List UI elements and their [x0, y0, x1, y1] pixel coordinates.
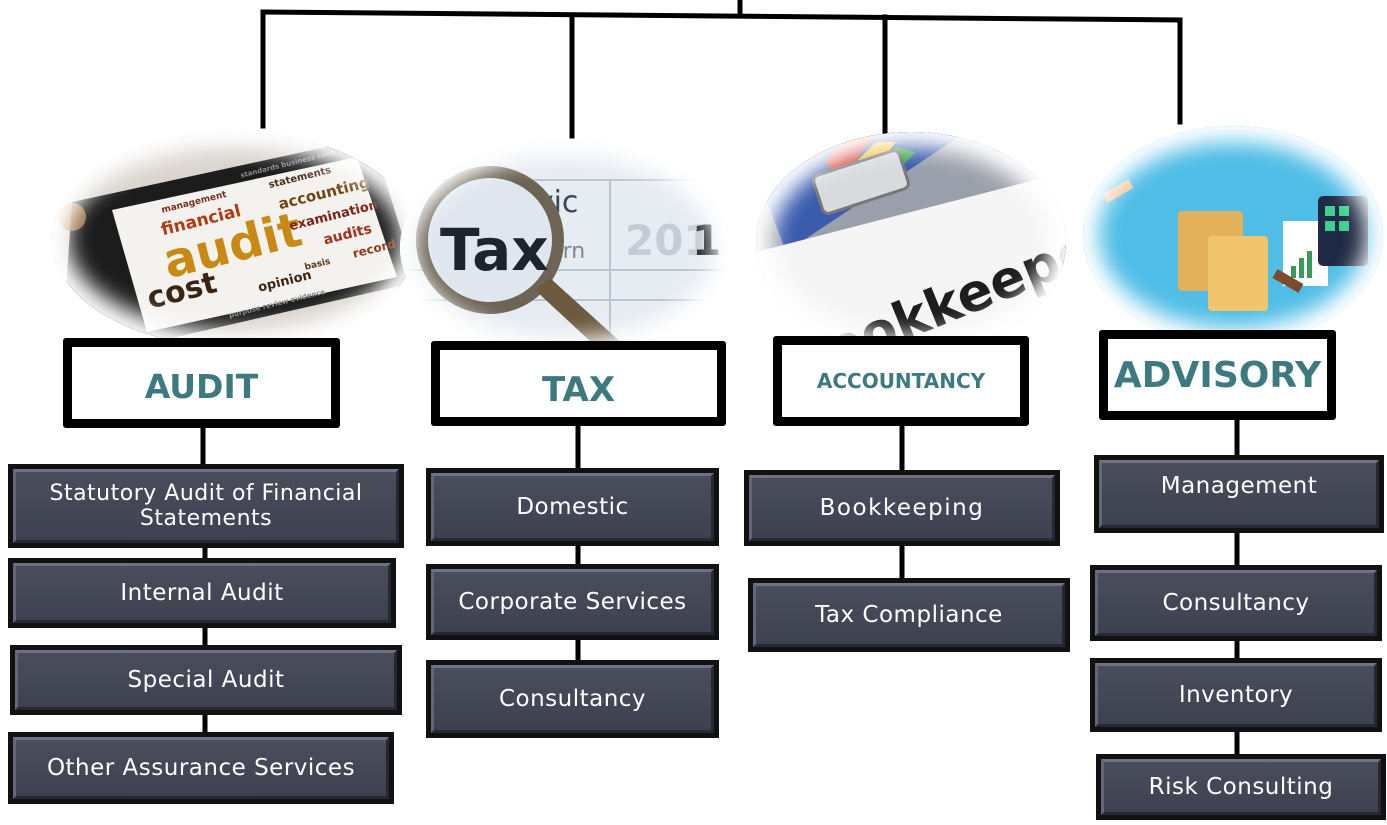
- audit-item-label: Internal Audit: [13, 563, 391, 623]
- accountancy-item-label: Tax Compliance: [753, 583, 1065, 647]
- tax-header-label: TAX: [541, 369, 616, 410]
- advisory-item[interactable]: Risk Consulting: [1096, 754, 1386, 820]
- accountancy-item[interactable]: Tax Compliance: [748, 578, 1070, 652]
- audit-image: management financial statements accounti…: [52, 132, 417, 347]
- audit-item[interactable]: Internal Audit: [8, 558, 396, 628]
- tax-word-one: 1: [692, 216, 721, 265]
- tax-word-year: 201: [625, 216, 713, 265]
- audit-item-label: Statutory Audit of Financial Statements: [13, 469, 399, 543]
- audit-item[interactable]: Statutory Audit of Financial Statements: [8, 464, 404, 548]
- advisory-item-label: Management: [1099, 460, 1379, 528]
- accountancy-header-label: ACCOUNTANCY: [816, 369, 986, 393]
- advisory-header: ADVISORY: [1099, 330, 1336, 420]
- audit-header: AUDIT: [63, 338, 340, 428]
- audit-header-label: AUDIT: [144, 366, 259, 406]
- audit-item[interactable]: Special Audit: [10, 645, 402, 715]
- tax-item[interactable]: Corporate Services: [426, 564, 719, 640]
- advisory-item[interactable]: Consultancy: [1090, 565, 1382, 641]
- tax-item-label: Domestic: [431, 473, 714, 541]
- audit-item-label: Other Assurance Services: [13, 737, 389, 799]
- tax-image: e Servic turn 201 1 Tax: [400, 140, 730, 355]
- tax-header: TAX: [431, 341, 726, 426]
- tax-item[interactable]: Domestic: [426, 468, 719, 546]
- accountancy-header: ACCOUNTANCY: [773, 336, 1029, 426]
- advisory-item[interactable]: Management: [1094, 455, 1384, 533]
- accountancy-image: Bookkeepe: [756, 132, 1066, 352]
- advisory-image: [1083, 126, 1383, 344]
- tax-item-label: Consultancy: [431, 665, 714, 733]
- advisory-header-label: ADVISORY: [1113, 354, 1322, 396]
- audit-item[interactable]: Other Assurance Services: [8, 732, 394, 804]
- tax-item[interactable]: Consultancy: [426, 660, 719, 738]
- accountancy-item[interactable]: Bookkeeping: [744, 470, 1060, 546]
- advisory-item-label: Risk Consulting: [1101, 759, 1381, 815]
- tax-item-label: Corporate Services: [431, 569, 714, 635]
- tax-word-tax: Tax: [440, 216, 549, 284]
- advisory-item-label: Consultancy: [1095, 570, 1377, 636]
- advisory-item-label: Inventory: [1095, 663, 1377, 727]
- accountancy-item-label: Bookkeeping: [749, 475, 1055, 541]
- audit-item-label: Special Audit: [15, 650, 397, 710]
- advisory-item[interactable]: Inventory: [1090, 658, 1382, 732]
